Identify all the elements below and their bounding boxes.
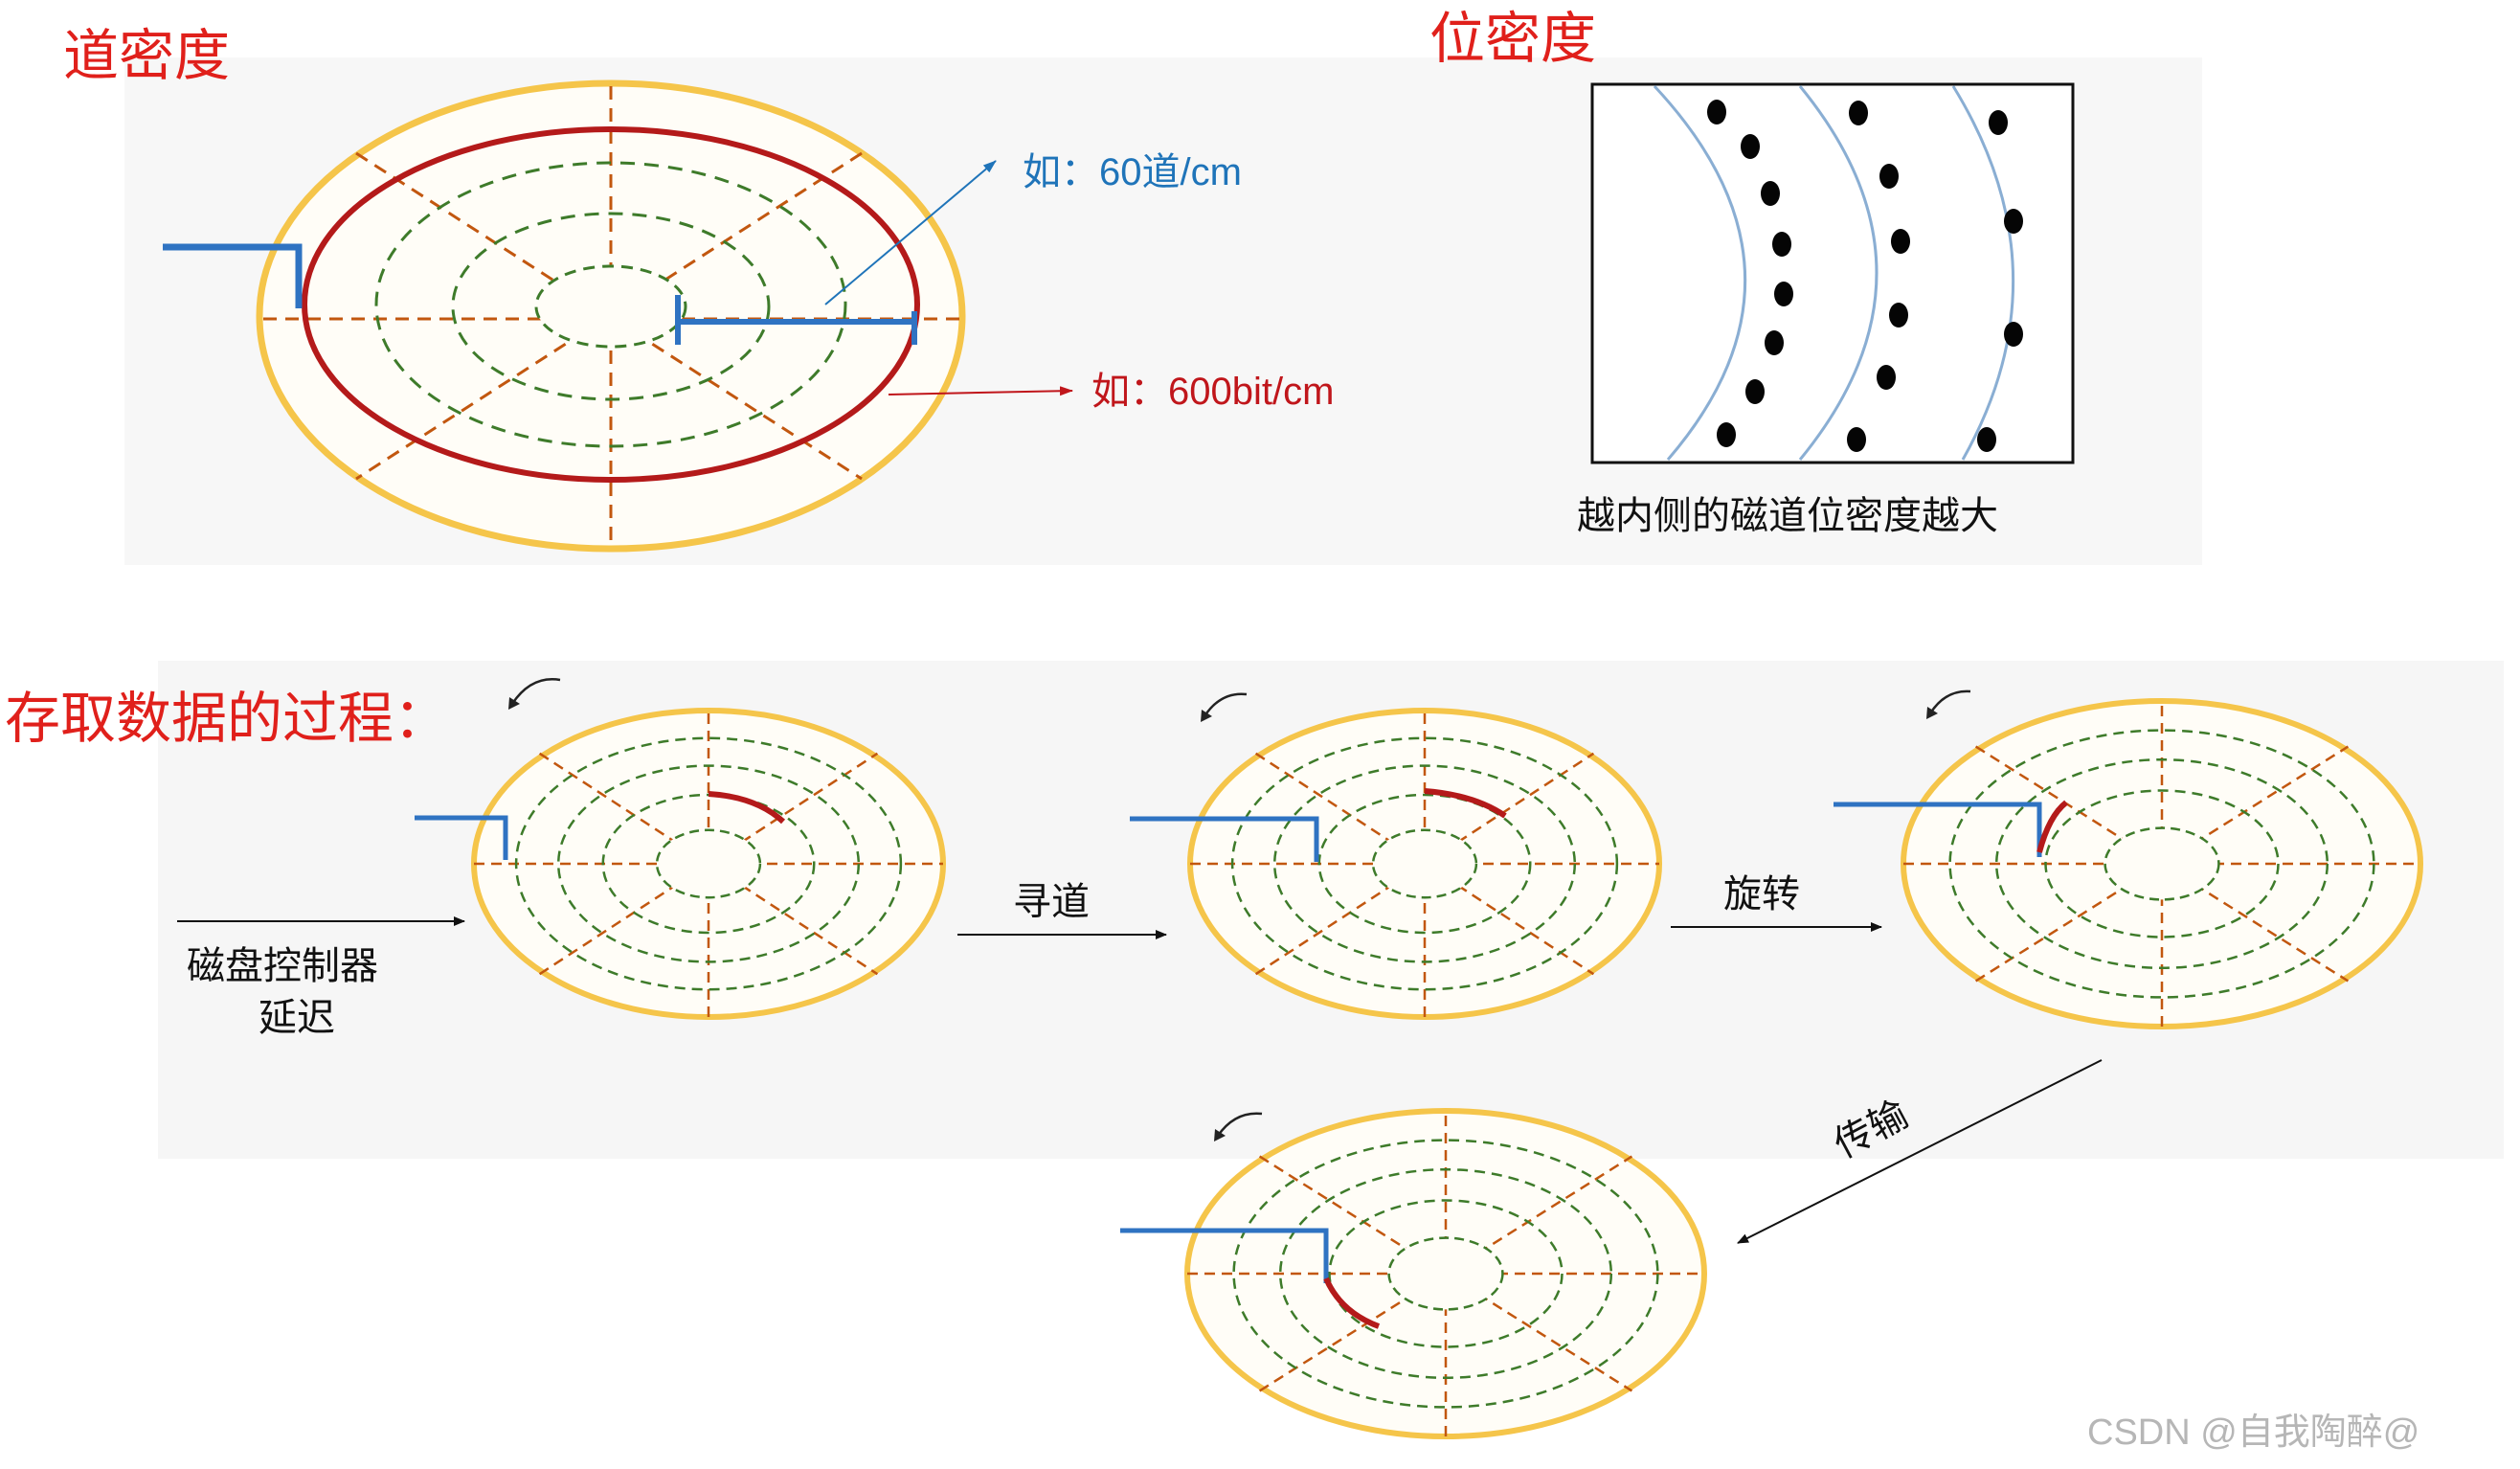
read-write-head <box>415 815 508 860</box>
sector-divider <box>1974 745 2350 983</box>
target-sector <box>708 791 786 825</box>
rotation-indicator-3 <box>1928 689 1971 714</box>
disk-hub <box>1371 828 1478 899</box>
sector-divider <box>1254 752 1595 976</box>
disk-during-transfer <box>1120 1108 1707 1439</box>
track-ring <box>1317 793 1532 935</box>
track-density-disk <box>163 79 1073 553</box>
sector-divider <box>1974 745 2350 983</box>
track-ring <box>1272 764 1577 963</box>
read-write-head <box>1120 1228 1329 1283</box>
track-ring <box>1948 729 2375 999</box>
target-sector <box>2036 800 2068 853</box>
sector-divider <box>1258 1155 1633 1392</box>
sector-divider <box>538 752 879 976</box>
seek-label: 寻道 <box>1013 880 1090 924</box>
heading-access-process: 存取数据的过程： <box>5 686 449 751</box>
read-write-head <box>1834 802 2042 857</box>
disk-hub <box>1387 1236 1504 1311</box>
track-ring <box>2044 789 2280 938</box>
disk-after-rotate <box>1834 698 2423 1029</box>
sector-divider <box>1254 752 1595 976</box>
rotation-indicator-4 <box>1216 1112 1263 1137</box>
target-sector <box>1323 1277 1381 1329</box>
bit-density-example: 如：600bit/cm <box>1091 371 1334 413</box>
transfer-arrow <box>1737 1059 2103 1244</box>
disk-hub <box>655 828 762 899</box>
track-density-example: 如：60道/cm <box>1023 151 1242 193</box>
track-ring <box>556 764 861 963</box>
track-ring <box>1232 1139 1659 1409</box>
controller-delay-label-line1: 磁盘控制器 <box>187 944 378 988</box>
track-ring <box>1230 736 1619 991</box>
disk-hub <box>2104 826 2220 901</box>
rotation-indicator-2 <box>1203 692 1248 717</box>
track-ring <box>1328 1199 1564 1348</box>
heading-bit-density: 位密度 <box>1429 6 1596 71</box>
inner-track-note: 越内侧的磁道位密度越大 <box>1577 494 1998 538</box>
rotation-indicator-1 <box>510 678 561 705</box>
disk-initial <box>415 708 946 1020</box>
sector-divider <box>1258 1155 1633 1392</box>
target-sector <box>1424 788 1507 819</box>
heading-track-density: 道密度 <box>63 23 230 88</box>
track-ring <box>1278 1167 1613 1380</box>
csdn-watermark: CSDN @自我陶醉@ <box>2087 1412 2419 1453</box>
bit-density-box <box>1590 82 2075 464</box>
controller-delay-label-line2: 延迟 <box>259 996 335 1040</box>
track-ring <box>1994 757 2329 970</box>
disk-after-seek <box>1130 708 1662 1020</box>
sector-divider <box>538 752 879 976</box>
track-ring <box>514 736 903 991</box>
rotate-label: 旋转 <box>1723 872 1800 916</box>
read-write-head <box>1130 816 1319 862</box>
